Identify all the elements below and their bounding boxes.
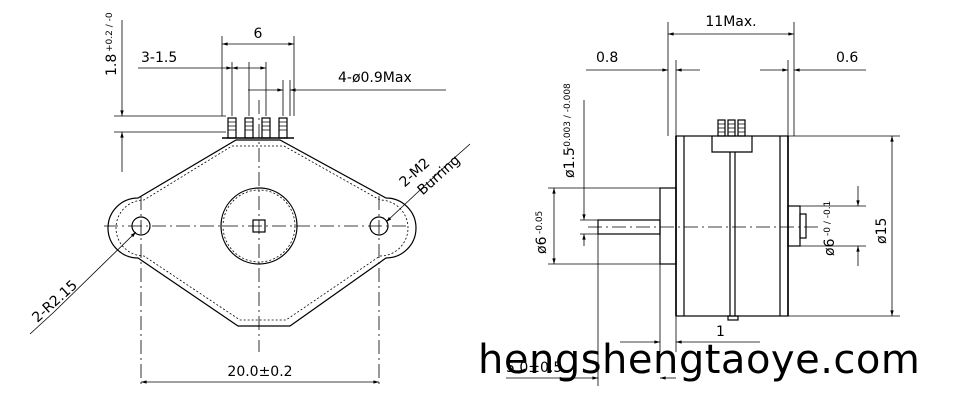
dim-hole-spacing-label: 20.0±0.2 — [227, 364, 292, 380]
flange-outline — [107, 139, 417, 327]
dim-body-dia-label: ø15 — [874, 218, 890, 244]
dim-pins-label: 4-ø0.9Max — [338, 70, 412, 86]
motor-body-edge — [115, 145, 409, 321]
terminal-pins — [222, 117, 294, 139]
dim-height-label: 1.8 — [104, 54, 120, 76]
side-terminal-pins — [717, 119, 746, 137]
front-boss-side — [659, 187, 677, 265]
rear-boss-side — [787, 205, 801, 247]
dim-left-flange-label: 0.8 — [596, 50, 618, 66]
dim-shaft-dia-tol: -0.003 / -0.008 — [563, 83, 573, 150]
dim-height-tol: +0.2 / -0 — [105, 12, 115, 52]
dim-shaft-dia-label: ø1.5 — [562, 147, 578, 178]
dim-gap-label: 1 — [716, 324, 725, 340]
dim-rear-boss-tol: -0 / -0.1 — [823, 201, 833, 236]
dim-boss-dia-tol: -0.05 — [535, 211, 545, 234]
dim-shaft-length-label: 5.0±0.5 — [506, 360, 562, 376]
dim-rear-boss-label: ø6 — [822, 238, 838, 256]
watermark-text: hengshengtaoye.com — [478, 337, 921, 383]
dim-length-label: 11Max. — [705, 14, 756, 30]
side-view: 11Max. 0.8 0.6 ø1.5 -0.003 / -0.008 ø6 -… — [506, 14, 900, 386]
front-view: 6 3-1.5 4-ø0.9Max 1.8 +0.2 / -0 2-M2 Bur… — [29, 12, 471, 388]
connector-block — [711, 136, 753, 153]
dim-boss-dia-label: ø6 — [534, 236, 550, 254]
dim-right-flange-label: 0.6 — [836, 50, 858, 66]
dim-pitch-label: 3-1.5 — [141, 50, 177, 66]
dim-radius-label: 2-R2.15 — [29, 277, 80, 326]
motor-body — [675, 135, 789, 317]
dim-6-label: 6 — [254, 26, 263, 42]
